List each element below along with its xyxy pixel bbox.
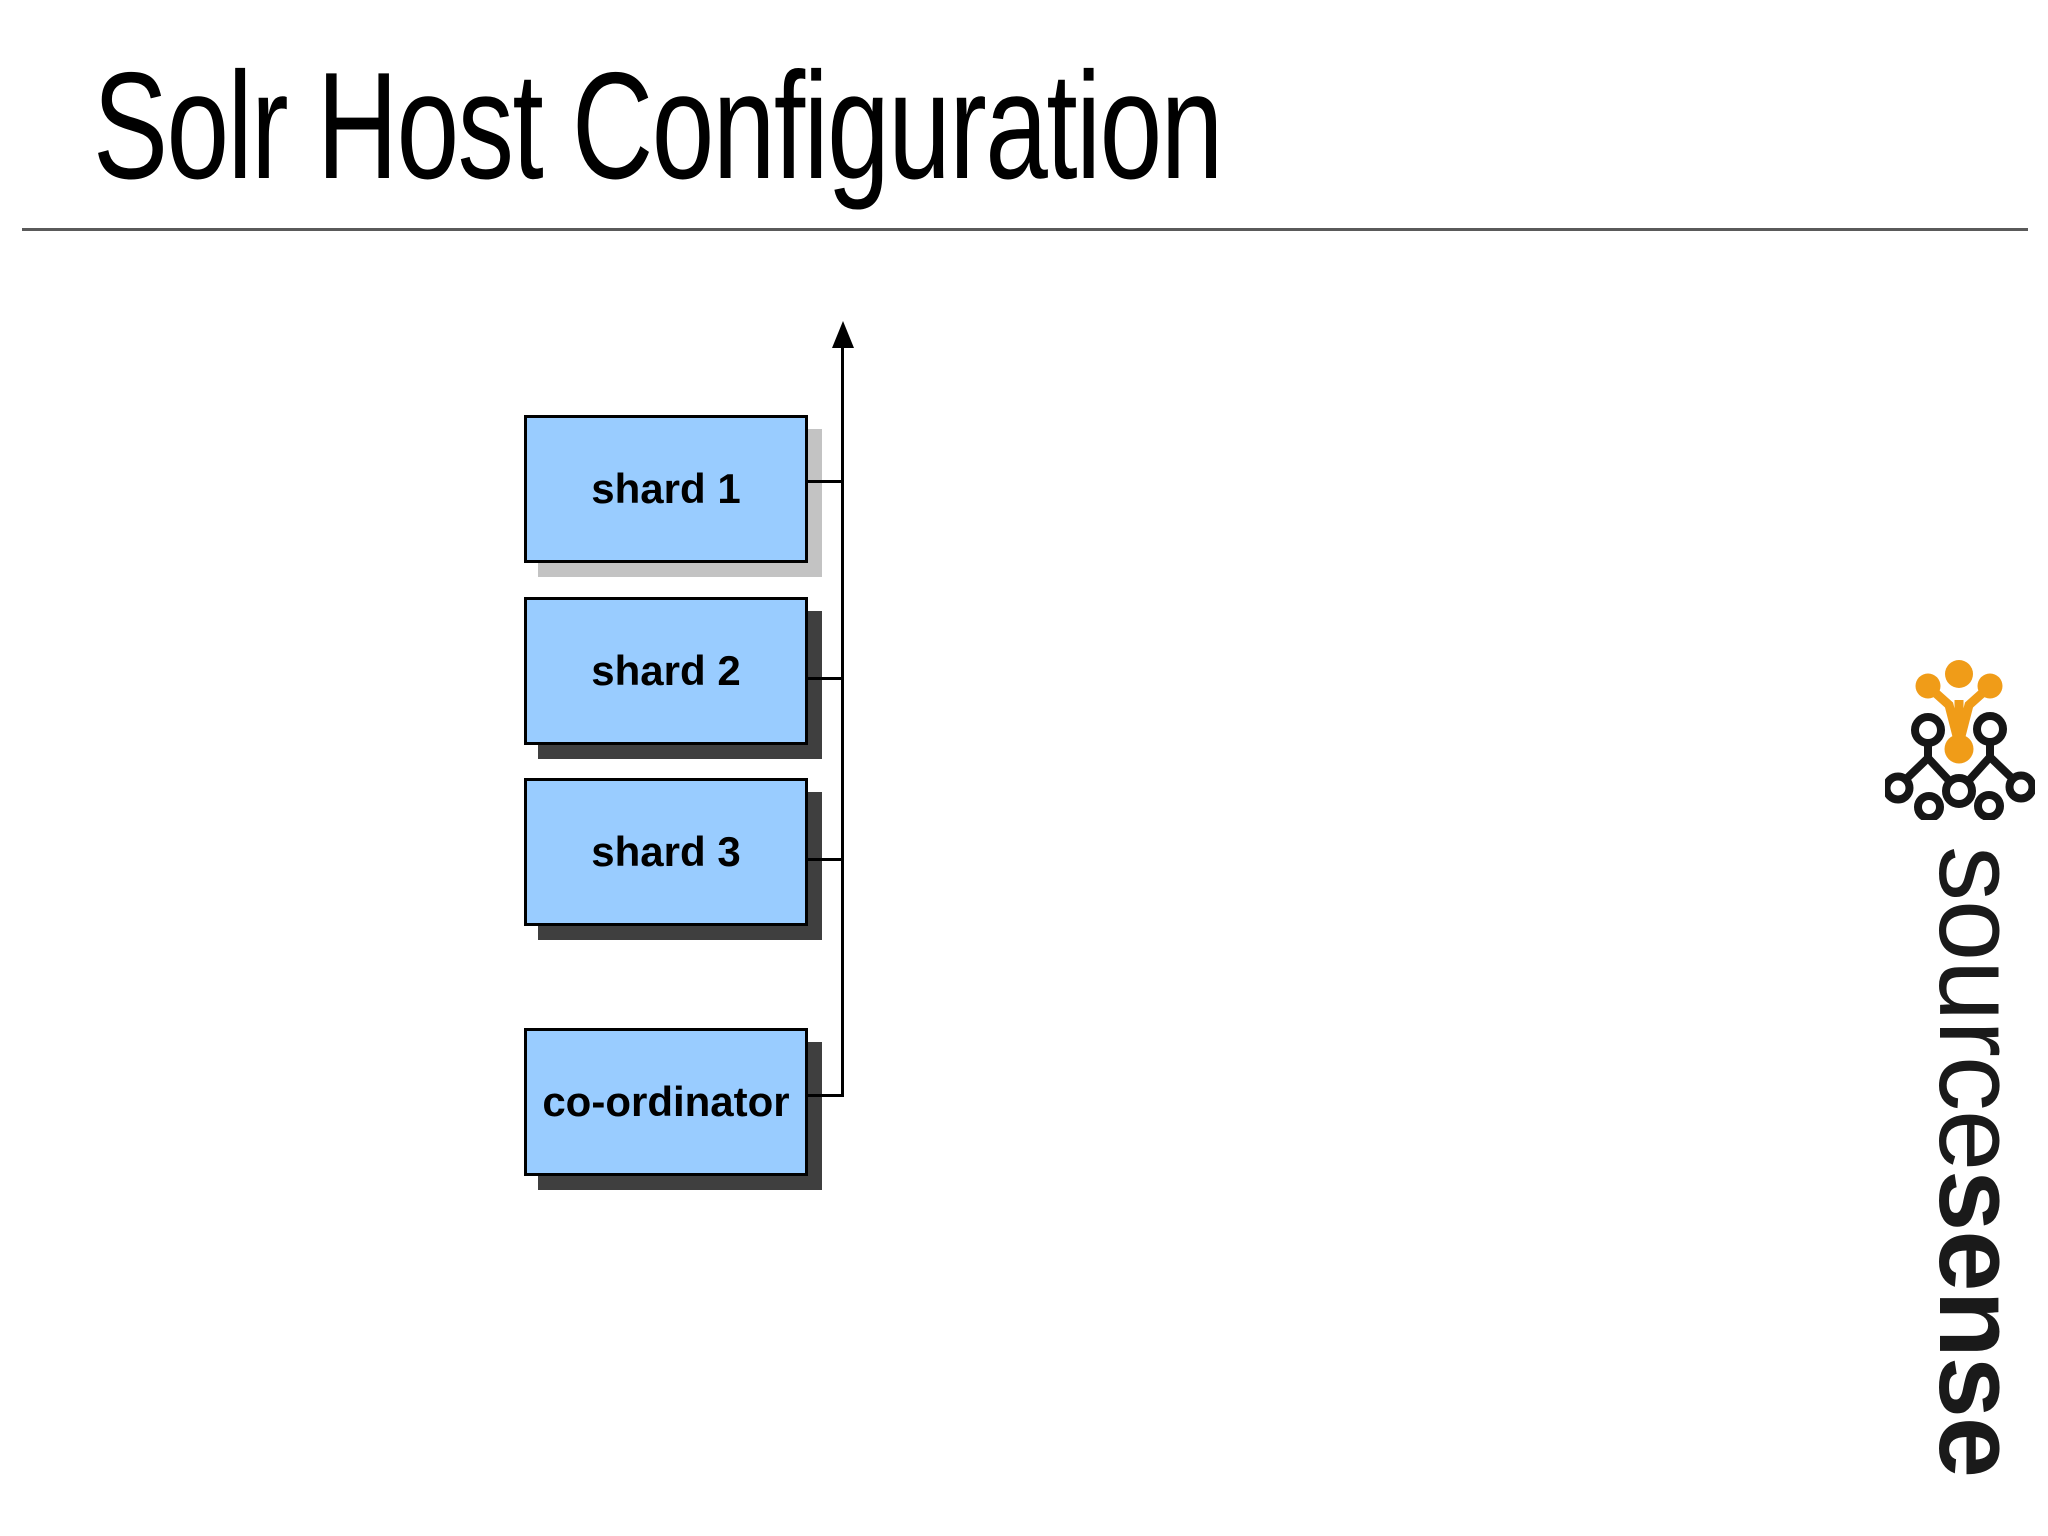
logo-text-source: source bbox=[1916, 846, 2039, 1171]
title-divider-line bbox=[22, 228, 2028, 231]
node-shard-3: shard 3 bbox=[524, 778, 841, 926]
up-arrow-icon bbox=[832, 321, 854, 348]
node-shard-2: shard 2 bbox=[524, 597, 841, 745]
logo-text-sense: sense bbox=[1916, 1170, 2039, 1478]
node-shard-1: shard 1 bbox=[524, 415, 841, 563]
shard-1-box: shard 1 bbox=[524, 415, 841, 563]
sourcesense-logo-text: sourcesense bbox=[1916, 846, 2039, 1478]
coordinator-label: co-ordinator bbox=[542, 1078, 790, 1125]
logo-orange-y bbox=[1915, 660, 2003, 764]
node-coordinator: co-ordinator bbox=[524, 1028, 841, 1176]
request-axis-line bbox=[841, 340, 844, 1097]
coordinator-box: co-ordinator bbox=[524, 1028, 841, 1176]
logo-black-network bbox=[1885, 712, 2035, 820]
shard-2-label: shard 2 bbox=[591, 647, 741, 694]
shard-3-box: shard 3 bbox=[524, 778, 841, 926]
shard-2-box: shard 2 bbox=[524, 597, 841, 745]
slide-title: Solr Host Configuration bbox=[93, 41, 1223, 211]
sourcesense-logo-icon bbox=[1885, 660, 2035, 820]
shard-3-label: shard 3 bbox=[591, 828, 741, 875]
shard-1-label: shard 1 bbox=[591, 465, 741, 512]
